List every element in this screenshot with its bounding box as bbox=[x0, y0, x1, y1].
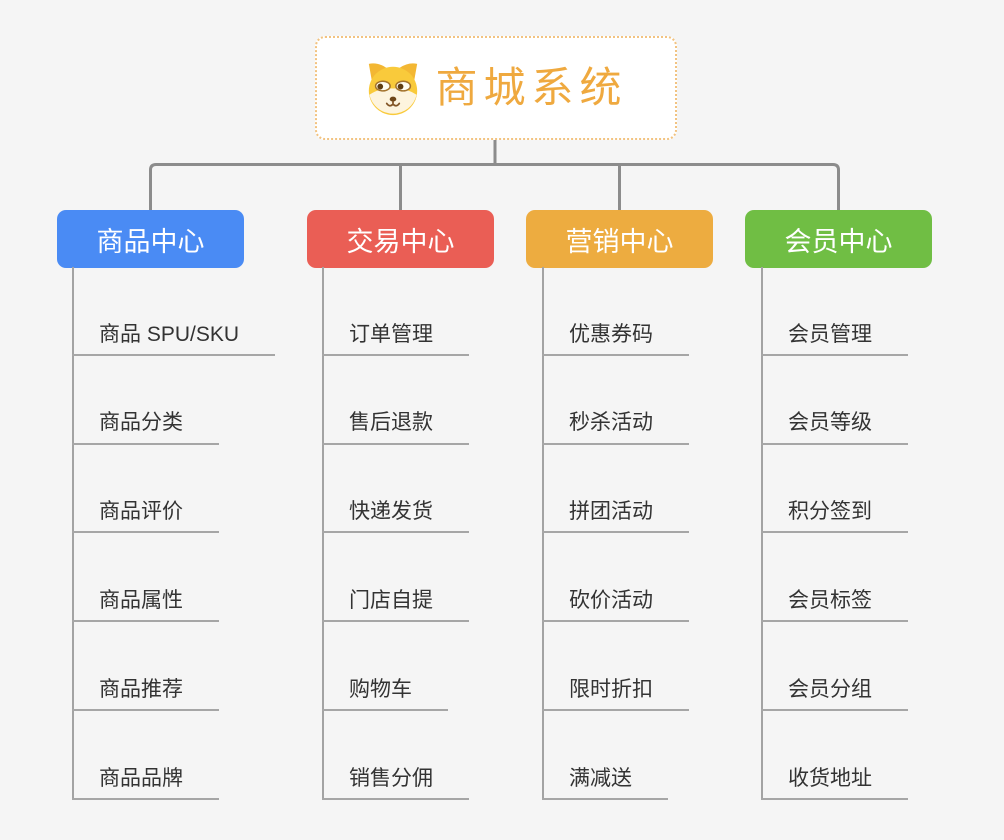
child-node[interactable]: 售后退款 bbox=[322, 410, 469, 445]
branch-node-trade-center[interactable]: 交易中心 bbox=[307, 210, 494, 268]
child-node[interactable]: 购物车 bbox=[322, 677, 448, 711]
branch-trunk-line bbox=[322, 267, 324, 800]
branch-children-trade-center: 订单管理 售后退款 快递发货 门店自提 购物车 销售分佣 bbox=[322, 267, 469, 800]
branch-node-member-center[interactable]: 会员中心 bbox=[745, 210, 932, 268]
child-node[interactable]: 商品属性 bbox=[72, 588, 219, 623]
child-node[interactable]: 秒杀活动 bbox=[542, 410, 689, 445]
branch-frame-line bbox=[149, 163, 840, 211]
child-label: 砍价活动 bbox=[569, 588, 653, 612]
branch-node-marketing-center[interactable]: 营销中心 bbox=[526, 210, 713, 268]
branch-trunk-line bbox=[542, 267, 544, 800]
child-label: 收货地址 bbox=[788, 766, 872, 790]
child-node[interactable]: 销售分佣 bbox=[322, 766, 469, 800]
child-label: 会员管理 bbox=[788, 322, 872, 346]
child-label: 商品属性 bbox=[99, 588, 183, 612]
child-node[interactable]: 砍价活动 bbox=[542, 588, 689, 623]
child-label: 购物车 bbox=[349, 677, 412, 701]
child-label: 商品 SPU/SKU bbox=[99, 322, 240, 346]
branch-children-product-center: 商品 SPU/SKU 商品分类 商品评价 商品属性 商品推荐 商品品牌 bbox=[72, 267, 276, 800]
branch-label: 交易中心 bbox=[346, 226, 455, 257]
child-label: 快递发货 bbox=[349, 500, 433, 524]
child-label: 商品分类 bbox=[99, 411, 183, 435]
child-label: 积分签到 bbox=[788, 500, 872, 524]
root-title: 商城系统 bbox=[435, 64, 628, 111]
child-node[interactable]: 订单管理 bbox=[322, 322, 469, 356]
child-node[interactable]: 商品推荐 bbox=[72, 677, 219, 711]
child-label: 会员分组 bbox=[788, 677, 872, 701]
child-label: 秒杀活动 bbox=[569, 411, 653, 435]
child-node[interactable]: 优惠券码 bbox=[542, 322, 689, 356]
child-node[interactable]: 门店自提 bbox=[322, 588, 469, 623]
child-label: 限时折扣 bbox=[569, 677, 653, 701]
child-node[interactable]: 满减送 bbox=[542, 766, 668, 800]
child-node[interactable]: 商品品牌 bbox=[72, 766, 219, 800]
child-node[interactable]: 收货地址 bbox=[761, 766, 908, 800]
branch-trunk-line bbox=[761, 267, 763, 800]
branch-label: 商品中心 bbox=[96, 226, 205, 257]
child-label: 订单管理 bbox=[349, 322, 433, 346]
child-node[interactable]: 会员标签 bbox=[761, 588, 908, 623]
child-node[interactable]: 拼团活动 bbox=[542, 499, 689, 534]
child-label: 售后退款 bbox=[349, 411, 433, 435]
child-label: 满减送 bbox=[569, 766, 632, 790]
child-label: 商品推荐 bbox=[99, 677, 183, 701]
root-node[interactable]: 商城系统 bbox=[315, 36, 677, 140]
child-node[interactable]: 限时折扣 bbox=[542, 677, 689, 711]
branch-label: 营销中心 bbox=[565, 226, 674, 257]
child-label: 优惠券码 bbox=[569, 322, 653, 346]
branch-trunk-line bbox=[72, 267, 74, 800]
child-node[interactable]: 会员等级 bbox=[761, 410, 908, 445]
child-label: 门店自提 bbox=[349, 588, 433, 612]
child-node[interactable]: 会员管理 bbox=[761, 322, 908, 356]
child-node[interactable]: 商品评价 bbox=[72, 499, 219, 534]
dog-face-icon bbox=[369, 63, 418, 116]
child-label: 会员标签 bbox=[788, 588, 872, 612]
branch-children-member-center: 会员管理 会员等级 积分签到 会员标签 会员分组 收货地址 bbox=[761, 267, 908, 800]
child-label: 拼团活动 bbox=[569, 500, 653, 524]
child-node[interactable]: 会员分组 bbox=[761, 677, 908, 711]
child-label: 商品评价 bbox=[99, 500, 183, 524]
child-node[interactable]: 快递发货 bbox=[322, 499, 469, 534]
branch-node-product-center[interactable]: 商品中心 bbox=[57, 210, 244, 268]
child-label: 商品品牌 bbox=[99, 766, 183, 790]
child-node[interactable]: 商品 SPU/SKU bbox=[72, 322, 276, 356]
child-node[interactable]: 商品分类 bbox=[72, 410, 219, 445]
branch-label: 会员中心 bbox=[784, 226, 893, 257]
child-label: 销售分佣 bbox=[349, 766, 433, 790]
child-label: 会员等级 bbox=[788, 411, 872, 435]
branch-children-marketing-center: 优惠券码 秒杀活动 拼团活动 砍价活动 限时折扣 满减送 bbox=[542, 267, 689, 800]
child-node[interactable]: 积分签到 bbox=[761, 499, 908, 534]
